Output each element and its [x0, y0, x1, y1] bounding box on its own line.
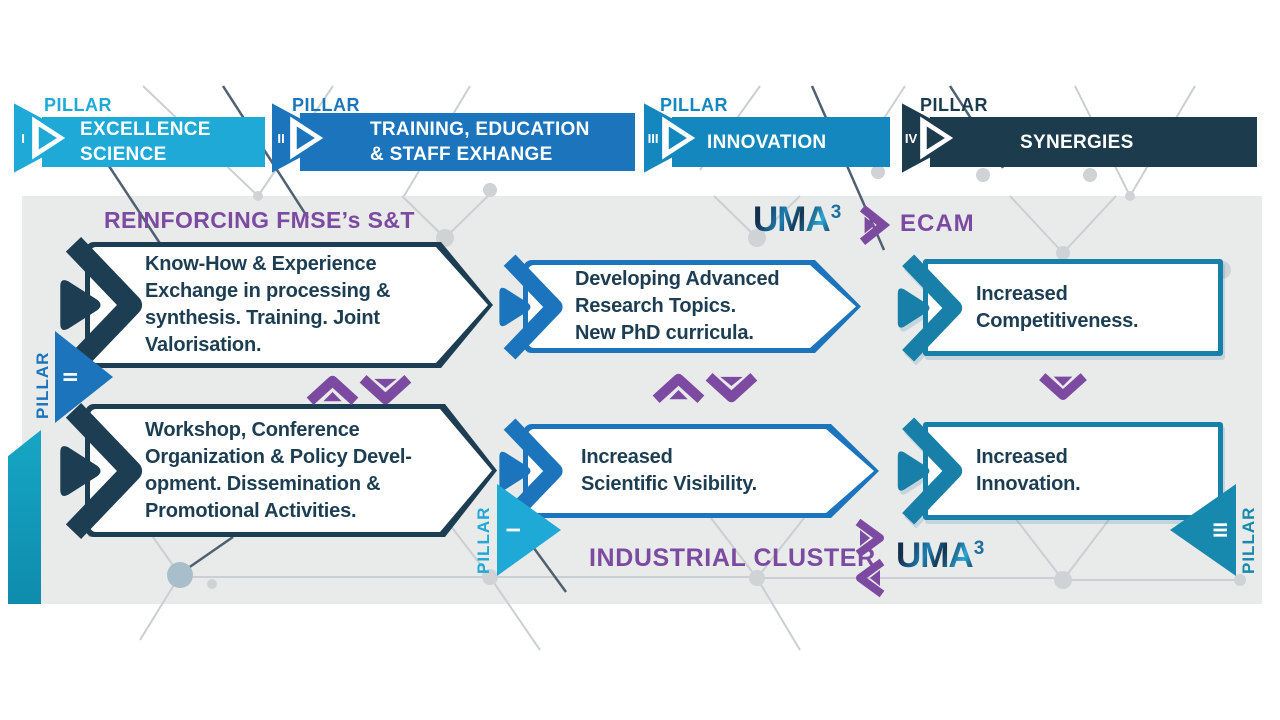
chevron-bullet-icon: [60, 237, 143, 373]
box-know-how-text: Know-How & Experience Exchange in proces…: [145, 253, 391, 356]
uma3-brand-text: UMA: [896, 536, 974, 575]
right-left-chevrons-icon: [855, 518, 885, 598]
marker-pillar-ii-triangle-icon: II: [55, 331, 113, 423]
box-visibility: Increased Scientific Visibility.: [499, 418, 879, 524]
marker-pillar-ii: PILLAR II: [33, 329, 117, 425]
pillar-4-bar: SYNERGIES: [930, 117, 1257, 167]
left-accent-bar: [8, 430, 41, 604]
box-innovation-text: Increased Innovation.: [976, 446, 1081, 495]
box-know-how: Know-How & Experience Exchange in proces…: [60, 237, 493, 373]
chevron-bullet-icon: [897, 417, 963, 525]
chevron-bullet-icon: [499, 253, 563, 360]
pillar-3-triangle-icon: III: [644, 103, 709, 173]
banner-pillar-2: PILLAR TRAINING, EDUCATION & STAFF EXHAN…: [272, 95, 635, 187]
banner-pillar-3: PILLAR INNOVATION III: [644, 95, 890, 187]
up-down-chevrons-icon: [306, 375, 412, 405]
industrial-cluster-label: INDUSTRIAL CLUSTER: [589, 544, 876, 572]
svg-text:II: II: [277, 131, 284, 146]
chevron-bullet-icon: [897, 253, 963, 362]
uma3-superscript: 3: [830, 202, 842, 223]
pillar-2-triangle-icon: II: [272, 103, 337, 173]
up-down-chevrons-icon: [652, 373, 758, 403]
svg-text:III: III: [1211, 522, 1232, 538]
reinforcing-heading: REINFORCING FMSE’s S&T: [104, 207, 415, 233]
marker-pillar-iii: III PILLAR: [1166, 484, 1262, 580]
box-developing: Developing Advanced Research Topics. New…: [499, 253, 861, 360]
marker-pillar-i: PILLAR I: [474, 484, 568, 580]
svg-text:I: I: [21, 131, 25, 146]
svg-text:II: II: [61, 372, 82, 383]
pillar-1-triangle-icon: I: [14, 103, 79, 173]
down-chevron-icon: [1039, 373, 1087, 400]
banner-pillar-4: PILLAR SYNERGIES IV: [902, 95, 1257, 187]
pillar-4-triangle-icon: IV: [902, 103, 967, 173]
uma3-superscript: 3: [973, 538, 985, 559]
marker-pillar-iii-triangle-icon: III: [1170, 484, 1236, 576]
box-developing-text: Developing Advanced Research Topics. New…: [575, 268, 780, 344]
uma3-logo-top: UMA3: [753, 200, 842, 240]
svg-text:I: I: [504, 527, 525, 532]
chevron-bullet-icon: [499, 418, 563, 524]
box-competitiveness-text: Increased Competitiveness.: [976, 282, 1139, 332]
box-developing-body: [528, 265, 856, 348]
chevron-bullet-icon: [60, 402, 143, 539]
ecam-label: ECAM: [900, 210, 975, 237]
svg-text:IV: IV: [905, 131, 918, 146]
box-competitiveness: Increased Competitiveness.: [897, 253, 1223, 362]
box-visibility-text: Increased Scientific Visibility.: [581, 446, 758, 495]
svg-text:III: III: [648, 131, 659, 146]
box-workshop: Workshop, Conference Organization & Poli…: [60, 402, 497, 539]
pillar-1-label: PILLAR: [44, 95, 112, 115]
marker-pillar-ii-label: PILLAR: [33, 351, 52, 419]
banner-pillar-1: PILLAR EXCELLENCE SCIENCE I: [14, 95, 265, 187]
box-workshop-text: Workshop, Conference Organization & Poli…: [145, 418, 412, 522]
marker-pillar-iii-label: PILLAR: [1239, 506, 1258, 574]
uma3-brand-text: UMA: [753, 200, 831, 239]
uma3-logo-bottom: UMA3: [896, 536, 985, 576]
marker-pillar-i-label: PILLAR: [474, 506, 493, 574]
marker-pillar-i-triangle-icon: I: [497, 484, 561, 576]
pillar-2-title: TRAINING, EDUCATION & STAFF EXHANGE: [370, 119, 590, 165]
pillar-2-bar: TRAINING, EDUCATION & STAFF EXHANGE: [300, 113, 635, 171]
chevron-right-icon: [859, 205, 891, 245]
